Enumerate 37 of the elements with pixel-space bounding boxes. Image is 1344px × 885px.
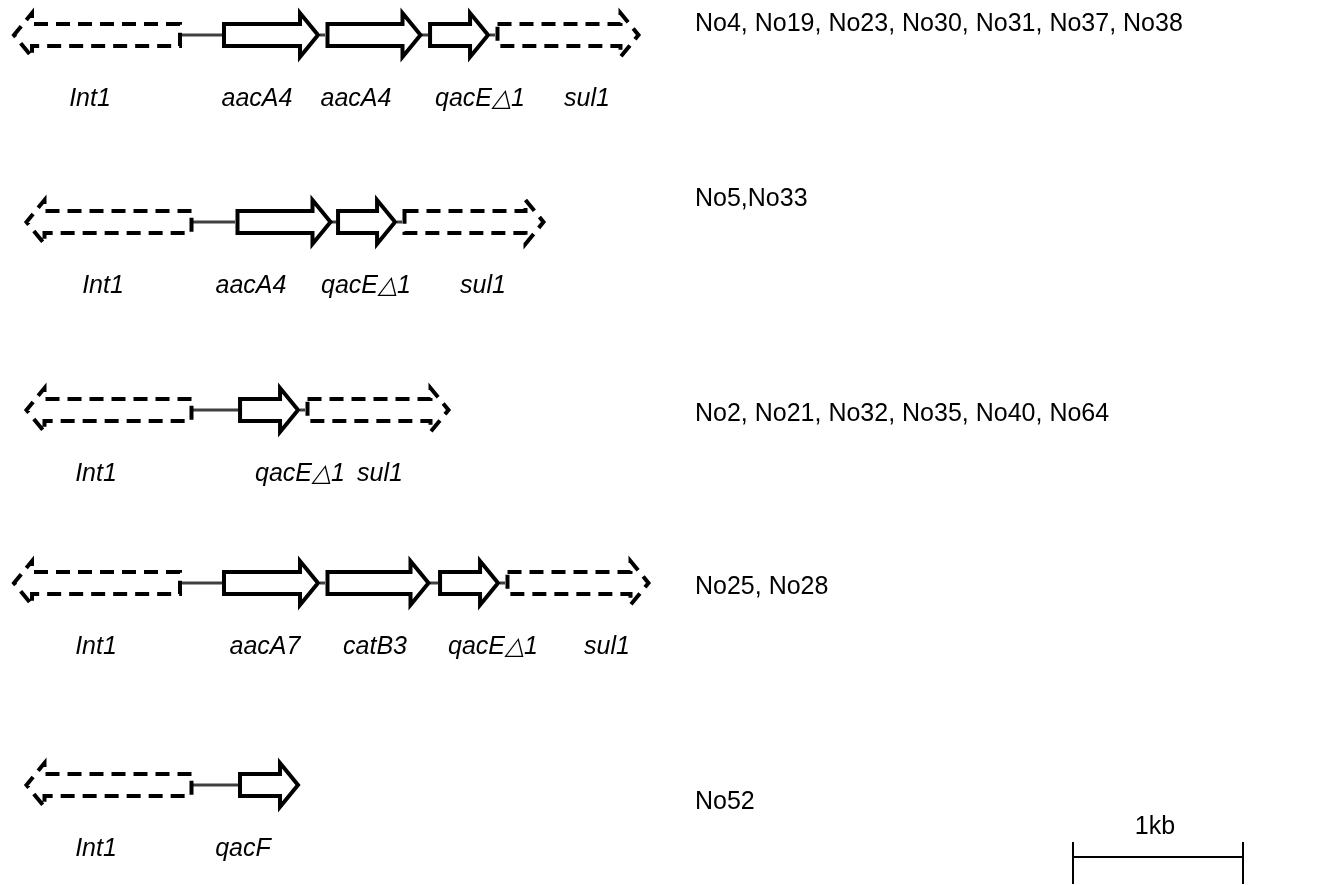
connector-line xyxy=(193,408,238,412)
gene-label: Int1 xyxy=(82,269,124,300)
gene-label: sul1 xyxy=(460,269,506,300)
connector-line xyxy=(182,581,222,585)
connector-line xyxy=(430,581,438,585)
gene-label: aacA7 xyxy=(229,630,301,661)
connector-line xyxy=(193,220,235,224)
connector-line xyxy=(500,581,505,585)
gene-label: aacA4 xyxy=(221,82,293,113)
gene-label: Int1 xyxy=(75,457,117,488)
isolate-list: No52 xyxy=(695,784,755,816)
connector-line xyxy=(182,33,222,37)
connector-line xyxy=(193,783,238,787)
gene-label: aacA4 xyxy=(215,269,287,300)
isolate-list: No25, No28 xyxy=(695,569,829,601)
isolate-list: No2, No21, No32, No35, No40, No64 xyxy=(695,396,1110,428)
gene-label: Int1 xyxy=(69,82,111,113)
isolate-list: No4, No19, No23, No30, No31, No37, No38 xyxy=(695,6,1183,38)
gene-label: qacE△1 xyxy=(321,269,411,300)
scale-label: 1kb xyxy=(1134,810,1176,841)
gene-label: sul1 xyxy=(564,82,610,113)
gene-label: qacE△1 xyxy=(435,82,525,113)
connector-line xyxy=(397,220,402,224)
connector-line xyxy=(300,408,305,412)
gene-label: sul1 xyxy=(584,630,630,661)
connector-line xyxy=(320,33,325,37)
gene-label: catB3 xyxy=(343,630,407,661)
connector-line xyxy=(490,33,495,37)
gene-label: qacE△1 xyxy=(448,630,538,661)
gene-label: Int1 xyxy=(75,832,117,863)
gene-label: sul1 xyxy=(357,457,403,488)
gene-label: aacA4 xyxy=(320,82,392,113)
connector-line xyxy=(320,581,325,585)
gene-label: qacF xyxy=(215,832,271,863)
gene-label: qacE△1 xyxy=(255,457,345,488)
gene-label: Int1 xyxy=(75,630,117,661)
isolate-list: No5,No33 xyxy=(695,181,808,213)
